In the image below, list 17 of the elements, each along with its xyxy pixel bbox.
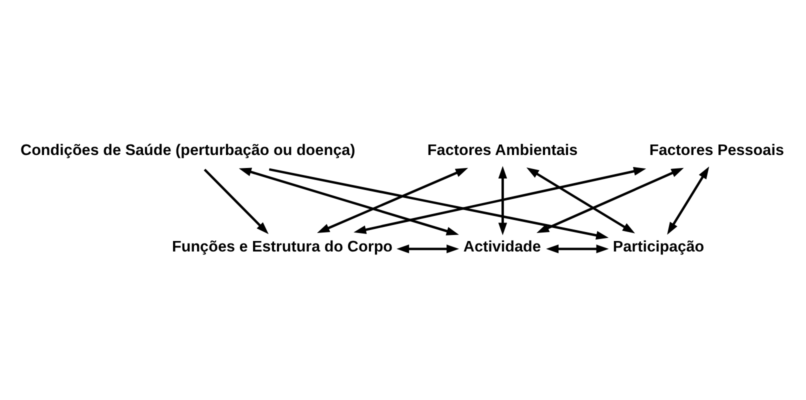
node-text: Participação xyxy=(612,238,704,256)
arrow xyxy=(354,166,646,234)
arrow xyxy=(546,244,609,253)
arrow xyxy=(317,167,468,232)
arrow xyxy=(238,167,459,235)
arrow xyxy=(536,167,684,232)
node-text: Factores Ambientais xyxy=(427,141,578,158)
arrow xyxy=(498,165,508,235)
arrow xyxy=(268,168,609,240)
node-text: Funções e Estrutura do Corpo xyxy=(172,238,393,256)
arrow xyxy=(396,244,460,253)
arrow xyxy=(667,166,710,234)
node-text: Actividade xyxy=(463,238,541,256)
node-text: Factores Pessoais xyxy=(649,141,784,158)
arrow xyxy=(526,166,636,233)
node-text: Condições de Saúde (perturbação ou doença) xyxy=(20,141,356,158)
arrow xyxy=(204,168,269,234)
